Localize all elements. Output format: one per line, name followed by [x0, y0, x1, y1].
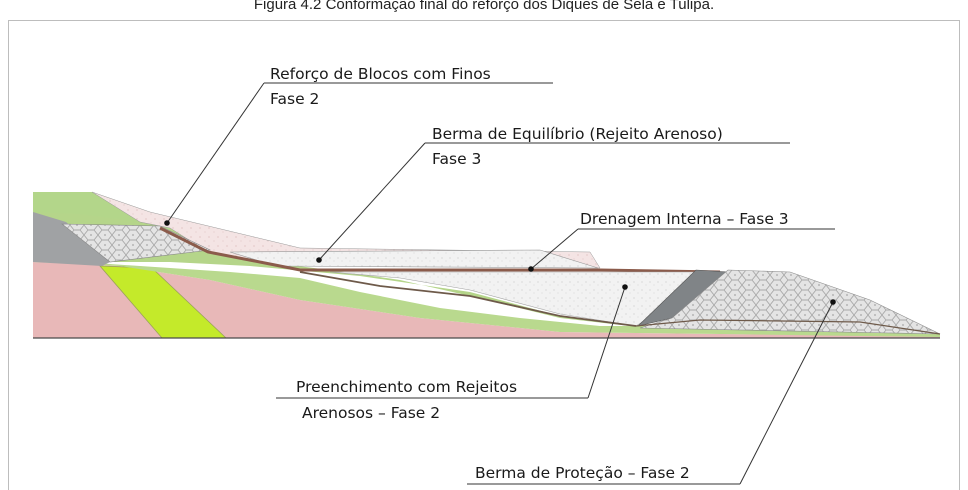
- label-berma-equilibrio: Berma de Equilíbrio (Rejeito Arenoso) Fa…: [316, 125, 790, 263]
- label-berma-protecao: Berma de Proteção – Fase 2: [467, 299, 836, 485]
- reforco-blocos-line2: Fase 2: [270, 90, 319, 108]
- reforco-blocos-line1: Reforço de Blocos com Finos: [270, 65, 491, 83]
- figure-frame: [8, 20, 960, 490]
- grey-core: [33, 212, 110, 266]
- drenagem-line: [159, 226, 721, 274]
- crest-green: [33, 192, 150, 222]
- fill-base-line: [299, 271, 637, 327]
- berma-equilibrio-line1: Berma de Equilíbrio (Rejeito Arenoso): [432, 125, 723, 143]
- preenchimento-line2: Arenosos – Fase 2: [302, 404, 440, 422]
- label-drenagem: Drenagem Interna – Fase 3: [528, 210, 835, 272]
- label-preenchimento: Preenchimento com Rejeitos Arenosos – Fa…: [276, 284, 628, 422]
- preenchimento-line1: Preenchimento com Rejeitos: [296, 378, 517, 396]
- toe-line: [635, 319, 941, 335]
- berma-equilibrio-line2: Fase 3: [432, 150, 481, 168]
- figure-caption: Figura 4.2 Conformação final do reforço …: [253, 0, 715, 13]
- drenagem-line1: Drenagem Interna – Fase 3: [580, 210, 789, 228]
- label-reforco-blocos: Reforço de Blocos com Finos Fase 2: [164, 65, 553, 226]
- berma-protecao-line1: Berma de Proteção – Fase 2: [475, 464, 690, 482]
- foundation-layer: [33, 262, 940, 338]
- green-layer: [33, 258, 940, 337]
